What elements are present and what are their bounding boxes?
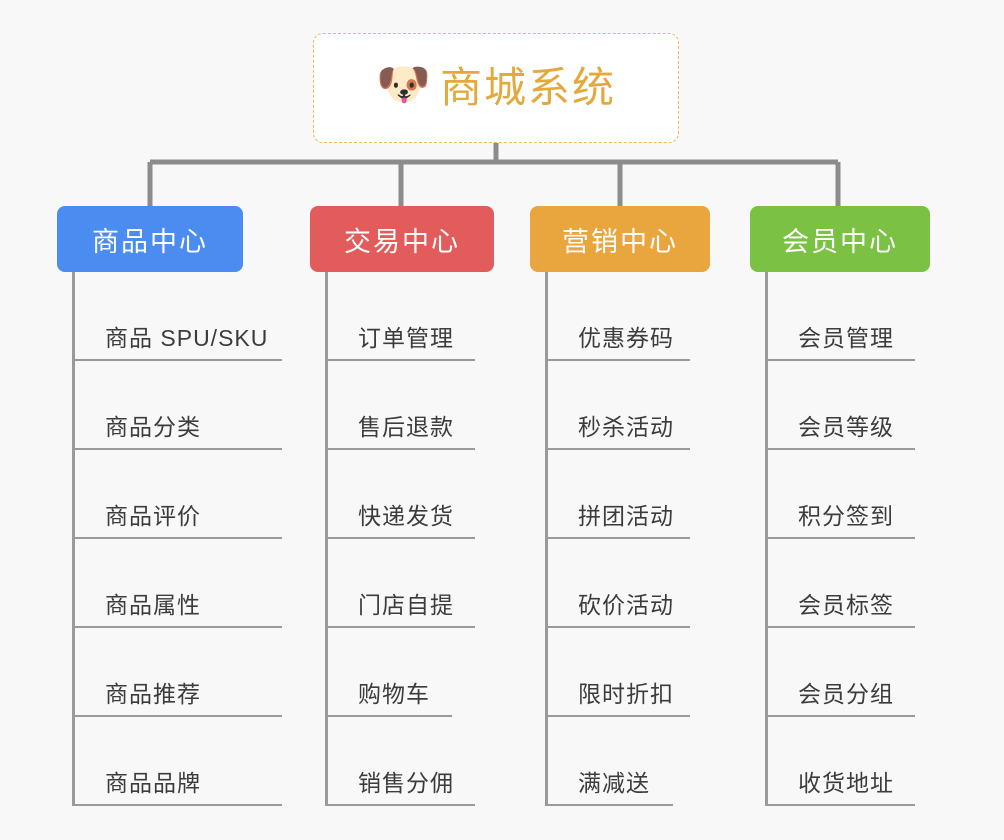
leaf-rule bbox=[325, 715, 452, 717]
leaf-label: 会员分组 bbox=[798, 681, 894, 707]
leaf-label: 商品推荐 bbox=[105, 681, 201, 707]
list-item[interactable]: 商品分类 bbox=[57, 361, 282, 450]
list-item[interactable]: 会员管理 bbox=[750, 272, 930, 361]
leaf-rule bbox=[765, 804, 915, 806]
category-box-member-center[interactable]: 会员中心 bbox=[750, 206, 930, 272]
category-label: 交易中心 bbox=[344, 226, 460, 257]
leaf-label: 商品评价 bbox=[105, 503, 201, 529]
branch-spine bbox=[545, 272, 548, 806]
root-node-shopping-mall-system[interactable]: 🐶 商城系统 bbox=[313, 33, 679, 143]
list-item[interactable]: 购物车 bbox=[310, 628, 494, 717]
leaf-rule bbox=[325, 537, 475, 539]
leaf-rule bbox=[72, 537, 282, 539]
leaf-label: 会员标签 bbox=[798, 592, 894, 618]
leaf-label: 商品品牌 bbox=[105, 770, 201, 796]
list-item[interactable]: 门店自提 bbox=[310, 539, 494, 628]
list-item[interactable]: 商品推荐 bbox=[57, 628, 282, 717]
leaf-label: 砍价活动 bbox=[578, 592, 674, 618]
leaf-list-marketing-center: 优惠券码 秒杀活动 拼团活动 砍价活动 限时折扣 满减送 bbox=[530, 272, 710, 806]
leaf-label: 拼团活动 bbox=[578, 503, 674, 529]
list-item[interactable]: 会员分组 bbox=[750, 628, 930, 717]
leaf-label: 积分签到 bbox=[798, 503, 894, 529]
leaf-rule bbox=[545, 626, 690, 628]
category-label: 商品中心 bbox=[92, 226, 208, 257]
branch-product-center: 商品中心 商品 SPU/SKU 商品分类 商品评价 商品属性 商品推荐 bbox=[57, 206, 282, 806]
branch-spine bbox=[765, 272, 768, 806]
leaf-rule bbox=[545, 537, 690, 539]
list-item[interactable]: 限时折扣 bbox=[530, 628, 710, 717]
leaf-label: 会员管理 bbox=[798, 325, 894, 351]
leaf-label: 商品 SPU/SKU bbox=[105, 325, 269, 351]
leaf-rule bbox=[765, 715, 915, 717]
root-title: 商城系统 bbox=[439, 64, 616, 111]
list-item[interactable]: 积分签到 bbox=[750, 450, 930, 539]
branch-spine bbox=[325, 272, 328, 806]
leaf-rule bbox=[72, 448, 282, 450]
leaf-rule bbox=[72, 804, 282, 806]
leaf-label: 快递发货 bbox=[358, 503, 454, 529]
leaf-rule bbox=[72, 359, 282, 361]
leaf-label: 门店自提 bbox=[358, 592, 454, 618]
list-item[interactable]: 快递发货 bbox=[310, 450, 494, 539]
leaf-rule bbox=[545, 715, 690, 717]
leaf-label: 购物车 bbox=[358, 681, 430, 707]
branch-member-center: 会员中心 会员管理 会员等级 积分签到 会员标签 会员分组 bbox=[750, 206, 930, 806]
list-item[interactable]: 销售分佣 bbox=[310, 717, 494, 806]
branch-trade-center: 交易中心 订单管理 售后退款 快递发货 门店自提 购物车 bbox=[310, 206, 494, 806]
leaf-label: 秒杀活动 bbox=[578, 414, 674, 440]
leaf-label: 会员等级 bbox=[798, 414, 894, 440]
category-label: 营销中心 bbox=[562, 226, 678, 257]
leaf-label: 订单管理 bbox=[358, 325, 454, 351]
leaf-label: 销售分佣 bbox=[358, 770, 454, 796]
leaf-list-trade-center: 订单管理 售后退款 快递发货 门店自提 购物车 销售分佣 bbox=[310, 272, 494, 806]
leaf-rule bbox=[765, 537, 915, 539]
list-item[interactable]: 商品评价 bbox=[57, 450, 282, 539]
category-box-trade-center[interactable]: 交易中心 bbox=[310, 206, 494, 272]
leaf-rule bbox=[545, 359, 690, 361]
list-item[interactable]: 秒杀活动 bbox=[530, 361, 710, 450]
leaf-list-product-center: 商品 SPU/SKU 商品分类 商品评价 商品属性 商品推荐 商品品牌 bbox=[57, 272, 282, 806]
branch-marketing-center: 营销中心 优惠券码 秒杀活动 拼团活动 砍价活动 限时折扣 bbox=[530, 206, 710, 806]
list-item[interactable]: 会员标签 bbox=[750, 539, 930, 628]
leaf-rule bbox=[325, 804, 475, 806]
list-item[interactable]: 售后退款 bbox=[310, 361, 494, 450]
branch-spine bbox=[72, 272, 75, 806]
category-label: 会员中心 bbox=[782, 226, 898, 257]
leaf-rule bbox=[545, 448, 690, 450]
category-box-product-center[interactable]: 商品中心 bbox=[57, 206, 243, 272]
list-item[interactable]: 商品 SPU/SKU bbox=[57, 272, 282, 361]
leaf-rule bbox=[765, 359, 915, 361]
leaf-rule bbox=[72, 715, 282, 717]
leaf-rule bbox=[325, 359, 475, 361]
leaf-label: 售后退款 bbox=[358, 414, 454, 440]
leaf-rule bbox=[765, 448, 915, 450]
list-item[interactable]: 收货地址 bbox=[750, 717, 930, 806]
list-item[interactable]: 会员等级 bbox=[750, 361, 930, 450]
list-item[interactable]: 商品品牌 bbox=[57, 717, 282, 806]
leaf-rule bbox=[545, 804, 673, 806]
leaf-label: 商品属性 bbox=[105, 592, 201, 618]
category-box-marketing-center[interactable]: 营销中心 bbox=[530, 206, 710, 272]
leaf-label: 商品分类 bbox=[105, 414, 201, 440]
list-item[interactable]: 优惠券码 bbox=[530, 272, 710, 361]
leaf-rule bbox=[325, 626, 475, 628]
leaf-label: 优惠券码 bbox=[578, 325, 674, 351]
list-item[interactable]: 订单管理 bbox=[310, 272, 494, 361]
leaf-list-member-center: 会员管理 会员等级 积分签到 会员标签 会员分组 收货地址 bbox=[750, 272, 930, 806]
leaf-label: 满减送 bbox=[578, 770, 650, 796]
dog-face-icon: 🐶 bbox=[375, 60, 431, 109]
leaf-rule bbox=[72, 626, 282, 628]
leaf-label: 限时折扣 bbox=[578, 681, 674, 707]
list-item[interactable]: 拼团活动 bbox=[530, 450, 710, 539]
list-item[interactable]: 砍价活动 bbox=[530, 539, 710, 628]
leaf-rule bbox=[325, 448, 475, 450]
list-item[interactable]: 商品属性 bbox=[57, 539, 282, 628]
leaf-label: 收货地址 bbox=[798, 770, 894, 796]
list-item[interactable]: 满减送 bbox=[530, 717, 710, 806]
leaf-rule bbox=[765, 626, 915, 628]
